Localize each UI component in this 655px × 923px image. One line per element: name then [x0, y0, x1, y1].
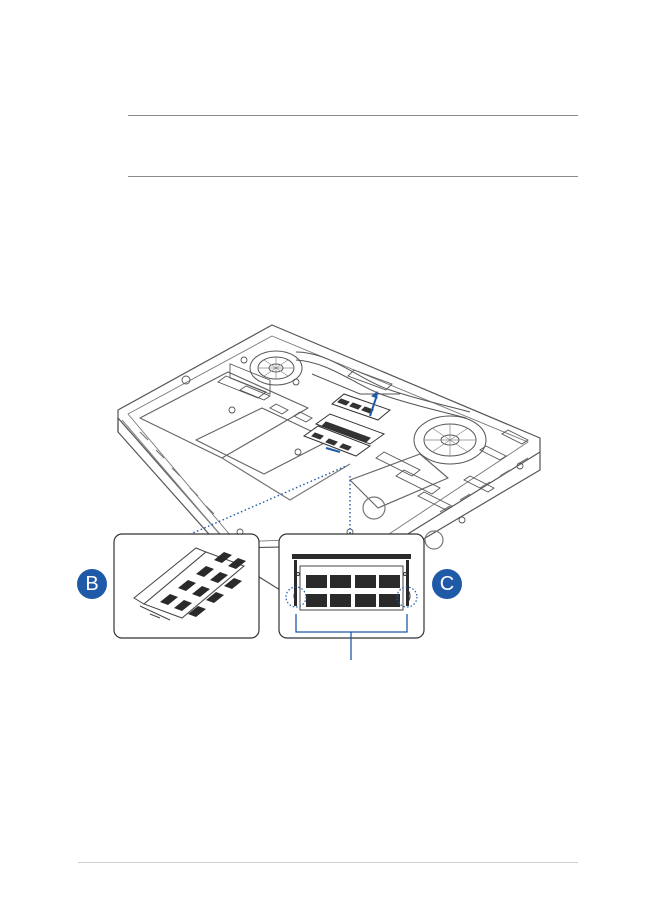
footer-rule [78, 862, 578, 863]
callout-badge-c: C [432, 569, 462, 599]
callout-leader-lines [185, 465, 351, 537]
laptop-chassis [117, 324, 541, 591]
note-rule-bottom [128, 176, 578, 177]
cooling-fan-right [413, 415, 487, 465]
inset-b-ram-module-angled [113, 533, 260, 639]
ram-slots [302, 390, 391, 457]
callout-badge-b: B [77, 569, 107, 599]
note-rule-top [128, 115, 578, 116]
heat-pipes [295, 351, 471, 419]
inset-c-ram-module-seated [278, 533, 425, 660]
cooling-fan-left [249, 350, 303, 386]
